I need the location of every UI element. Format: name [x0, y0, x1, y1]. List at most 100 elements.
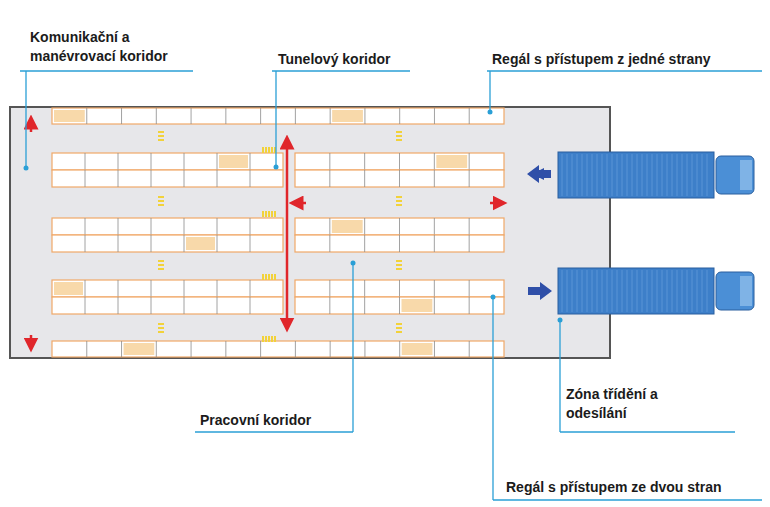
rack-divider: [85, 170, 86, 187]
floor-mark: [158, 327, 164, 329]
pallet: [332, 110, 363, 122]
rack-divider: [118, 170, 119, 187]
pallet: [402, 299, 433, 312]
rack-divider: [434, 297, 435, 314]
rack-divider: [184, 153, 185, 170]
rack-divider: [469, 170, 470, 187]
tunnel-mark: [265, 336, 267, 342]
rack-divider: [469, 280, 470, 297]
floor-mark: [158, 204, 164, 206]
rack-divider: [399, 218, 400, 235]
rack-divider: [250, 235, 251, 252]
rack-divider: [364, 170, 365, 187]
rack-divider: [434, 235, 435, 252]
trailer-rib: [567, 270, 568, 312]
rack-divider: [85, 280, 86, 297]
rack-divider: [364, 108, 365, 124]
floor-marks: [158, 131, 402, 342]
pallet: [332, 220, 363, 233]
pallet: [54, 110, 85, 122]
rack-divider: [330, 108, 331, 124]
tunnel-mark: [268, 211, 270, 217]
rack-divider: [225, 108, 226, 124]
rack-divider: [469, 341, 470, 357]
trailer-rib: [637, 154, 638, 196]
rack-divider: [151, 218, 152, 235]
pallet: [219, 155, 248, 168]
rack-row: [295, 280, 504, 297]
floor-mark: [396, 327, 402, 329]
rack-divider: [399, 108, 400, 124]
trailer-rib: [567, 154, 568, 196]
trailer-rib: [662, 270, 663, 312]
tunnel-mark: [271, 211, 273, 217]
trailer-rib: [577, 154, 578, 196]
corridor-label: Komunikační a manévrovací koridor: [30, 28, 198, 66]
tunnel-mark: [262, 211, 264, 217]
tunnel-mark: [274, 211, 276, 217]
rack-divider: [329, 153, 330, 170]
rack-divider: [184, 280, 185, 297]
rack-row: [52, 170, 283, 187]
rack-divider: [295, 108, 296, 124]
tunnel-mark: [262, 274, 264, 280]
rack-divider: [225, 341, 226, 357]
trailer-rib: [602, 154, 603, 196]
rack-row: [295, 235, 504, 252]
trailer-rib: [707, 270, 708, 312]
rack-row: [52, 235, 283, 252]
trailer-rib: [697, 270, 698, 312]
trailer-rib: [597, 154, 598, 196]
rack-divider: [469, 153, 470, 170]
trailer-rib: [582, 270, 583, 312]
tunnel-mark: [274, 274, 276, 280]
trailer-rib: [602, 270, 603, 312]
trailer-rib: [617, 270, 618, 312]
rack-divider: [121, 341, 122, 357]
trailer-rib: [612, 154, 613, 196]
floor-mark: [396, 196, 402, 198]
rack-divider: [250, 153, 251, 170]
corridor-label: Tunelový koridor: [278, 50, 391, 69]
rack-label: Regál s přístupem z jedné strany: [492, 50, 711, 69]
rack-divider: [85, 235, 86, 252]
floor-mark: [396, 131, 402, 133]
tunnel-mark: [271, 147, 273, 153]
trailer-rib: [702, 270, 703, 312]
rack-divider: [329, 297, 330, 314]
rack-divider: [469, 235, 470, 252]
tunnel-arrow: [286, 142, 289, 325]
flow-arrow: [296, 202, 306, 205]
rack-divider: [86, 341, 87, 357]
rack-divider: [217, 235, 218, 252]
truck: [558, 268, 754, 314]
floor-mark: [158, 131, 164, 133]
rack-divider: [85, 153, 86, 170]
rack-divider: [191, 341, 192, 357]
rack-divider: [364, 218, 365, 235]
trailer-rib: [662, 154, 663, 196]
rack-divider: [217, 218, 218, 235]
trailer-rib: [622, 270, 623, 312]
floor-mark: [396, 204, 402, 206]
trailer-rib: [672, 154, 673, 196]
trailer-rib: [572, 270, 573, 312]
tunnel-mark: [268, 274, 270, 280]
zone-label: Zóna třídění a odesílání: [566, 385, 686, 423]
rack-divider: [250, 280, 251, 297]
trailer-rib: [642, 154, 643, 196]
rack-divider: [434, 153, 435, 170]
pallet: [124, 343, 155, 355]
in-arrow: [527, 165, 551, 183]
trailer-rib: [657, 270, 658, 312]
rack-divider: [399, 297, 400, 314]
trailer-rib: [682, 270, 683, 312]
trailer-rib: [657, 154, 658, 196]
rack-divider: [295, 341, 296, 357]
rack-row: [52, 341, 504, 357]
trailer-rib: [697, 154, 698, 196]
rack-divider: [184, 235, 185, 252]
rack-divider: [399, 341, 400, 357]
trailer-rib: [587, 154, 588, 196]
floor-mark: [396, 200, 402, 202]
